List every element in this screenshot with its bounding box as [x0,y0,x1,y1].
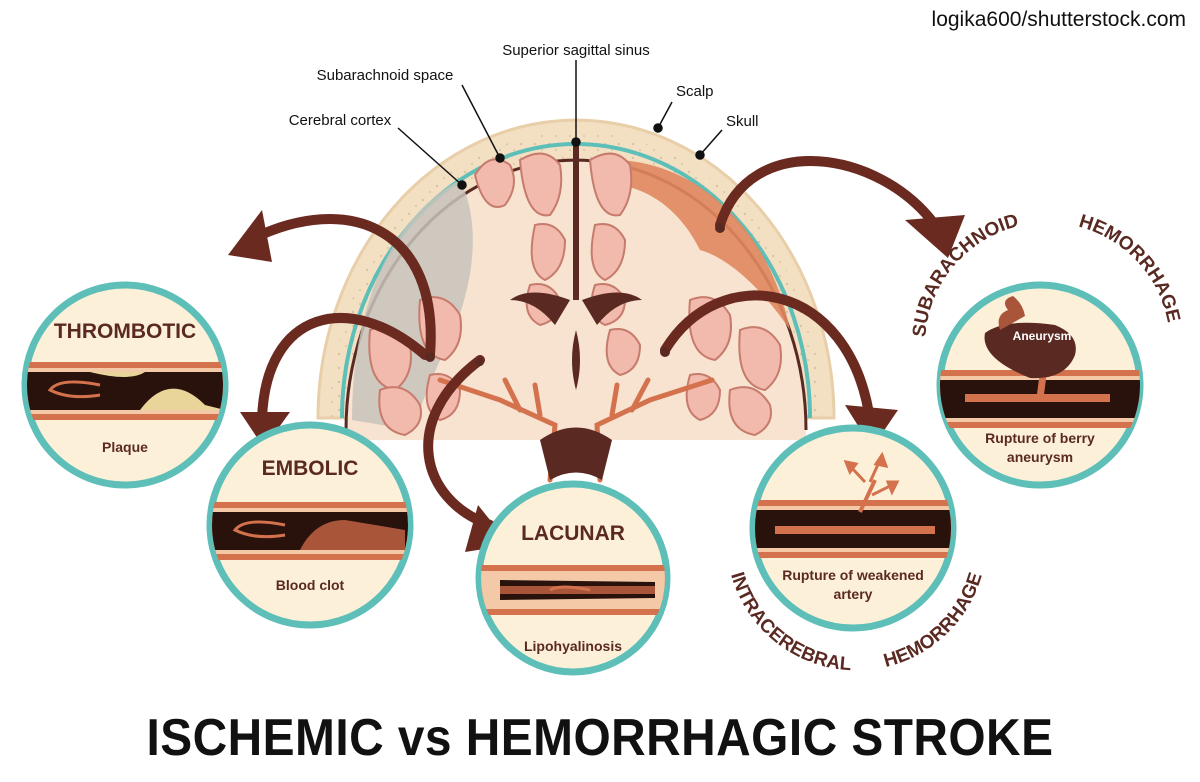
lateral-ventricle-right [582,292,642,325]
lacunar-panel: LACUNAR Lipohyalinosis [475,480,671,676]
subarachnoid-caption-line2: aneurysm [1007,449,1073,465]
embolic-panel: EMBOLIC Blood clot [206,421,414,629]
intracerebral-caption-line1: Rupture of weakened [782,567,924,583]
label-superior-sagittal-sinus: Superior sagittal sinus [502,42,650,59]
arrow-to-intracerebral [660,290,875,425]
subarachnoid-caption-line1: Rupture of berry [985,430,1095,446]
label-subarachnoid-space: Subarachnoid space [317,67,454,84]
lateral-ventricle-left [510,292,570,325]
embolic-title: EMBOLIC [262,457,359,480]
image-credit: logika600/shutterstock.com [931,8,1186,31]
page-title: ISCHEMIC vs HEMORRHAGIC STROKE [146,709,1054,767]
subarachnoid-panel: Aneurysm Rupture of berry aneurysm [936,281,1144,489]
brain-cross-section [316,118,836,483]
label-cerebral-cortex: Cerebral cortex [289,112,392,129]
thrombotic-caption: Plaque [102,439,148,455]
aneurysm-label: Aneurysm [1013,329,1072,343]
flow-arrows [245,156,940,530]
label-skull: Skull [726,113,759,130]
intracerebral-panel: Rupture of weakened artery [749,424,957,632]
lacunar-title: LACUNAR [521,522,625,545]
third-ventricle [572,330,580,390]
intracerebral-caption-line2: artery [834,586,873,602]
arrow-to-lacunar [423,355,495,530]
lacunar-caption: Lipohyalinosis [524,638,622,654]
embolic-caption: Blood clot [276,577,345,593]
arrow-to-thrombotic [245,214,436,360]
anatomy-leaders [397,60,723,190]
hemorrhage-area [620,160,790,330]
arrow-to-embolic [257,313,430,425]
thrombotic-title: THROMBOTIC [54,320,196,343]
thrombotic-panel: THROMBOTIC Plaque [21,281,229,489]
label-scalp: Scalp [676,83,714,100]
arrow-to-subarachnoid [715,156,940,230]
